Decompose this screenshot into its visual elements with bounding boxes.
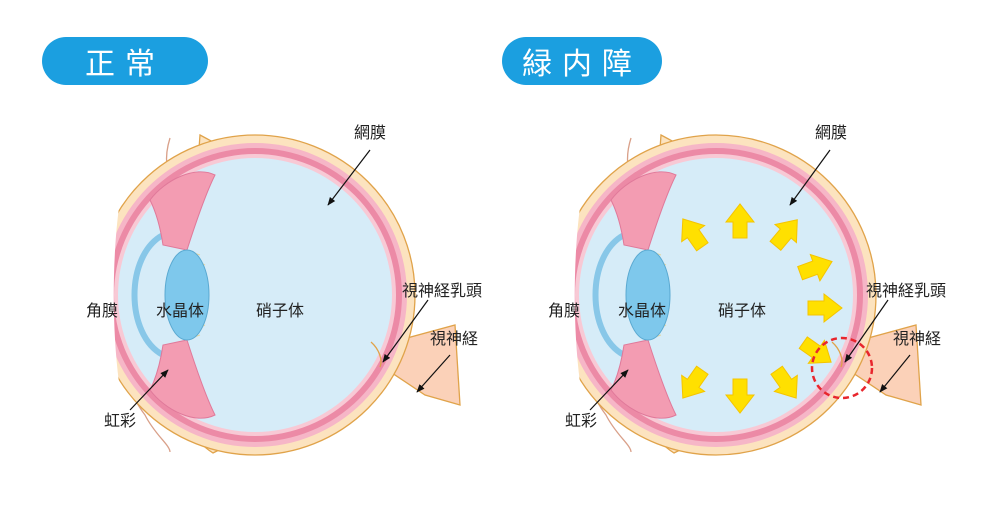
pressure-arrow [681,365,709,399]
pressure-arrow [769,219,798,251]
pressure-arrow [681,218,709,252]
glaucoma-title-badge: 緑内障 [502,37,662,85]
leader-lines-normal [129,149,451,411]
label-optic-nerve: 視神経 [893,329,942,348]
label-cornea: 角膜 [86,301,119,320]
glaucoma-eye-illustration [466,125,921,465]
pressure-arrow [724,203,756,239]
label-optic-nerve: 視神経 [430,329,479,348]
label-optic-disc: 視神経乳頭 [402,281,483,300]
label-lens: 水晶体 [156,301,205,320]
label-iris: 虹彩 [104,411,137,430]
pressure-arrow [807,292,843,324]
optic-disc-highlight-circle [810,336,874,400]
label-retina: 網膜 [815,123,848,142]
pressure-arrow [724,378,756,414]
normal-eye-illustration [5,125,460,465]
label-vitreous: 硝子体 [718,301,767,320]
label-lens: 水晶体 [618,301,667,320]
pressure-arrows [681,203,843,414]
leader-lines-glaucoma [589,149,911,411]
label-optic-disc: 視神経乳頭 [866,281,947,300]
normal-title-badge: 正常 [42,37,208,85]
pressure-arrow [797,253,833,282]
pressure-arrow [770,365,798,399]
label-retina: 網膜 [354,123,387,142]
label-vitreous: 硝子体 [256,301,305,320]
label-iris: 虹彩 [565,411,598,430]
label-cornea: 角膜 [548,301,581,320]
